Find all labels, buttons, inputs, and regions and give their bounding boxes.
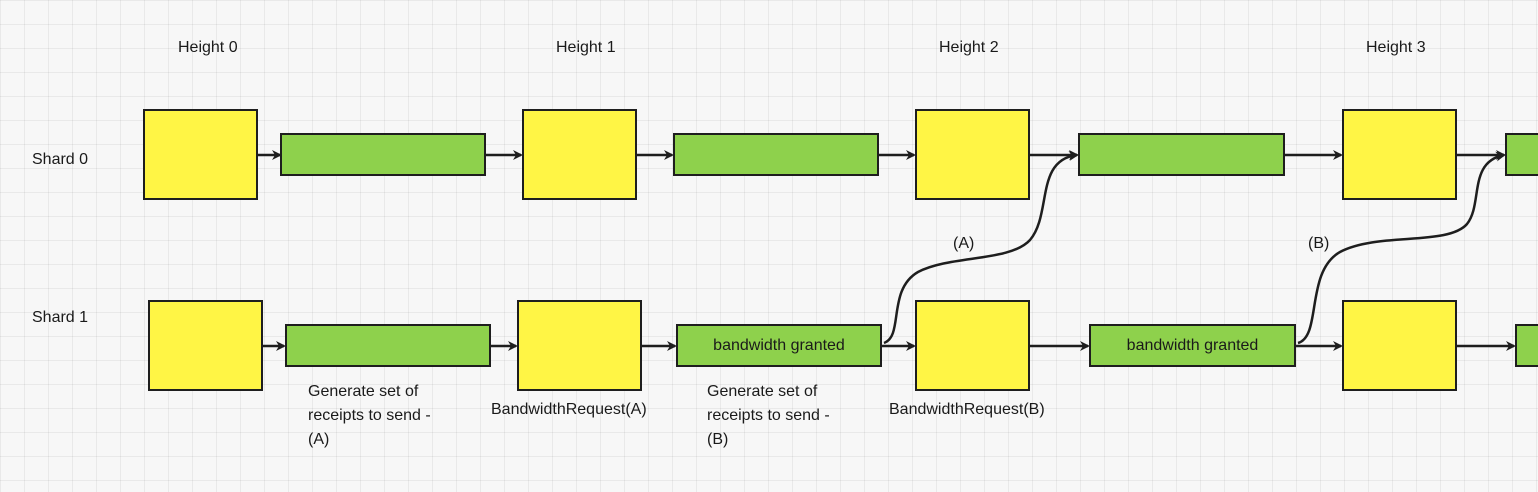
- chunk-label: bandwidth granted: [1126, 336, 1259, 354]
- shard1-chunk-bandwidth-granted-1: bandwidth granted: [676, 324, 882, 367]
- row-label-shard-1: Shard 1: [32, 309, 89, 326]
- label-cross-shard-b: (B): [1308, 235, 1330, 252]
- column-header-height-1: Height 1: [556, 39, 616, 56]
- shard0-block-height-0: [143, 109, 258, 200]
- label-cross-shard-a: (A): [953, 235, 975, 252]
- shard0-chunk-2: [673, 133, 879, 176]
- cross-shard-arrow-b: [1297, 151, 1506, 345]
- chunk-label: bandwidth granted: [713, 336, 845, 354]
- annotation-bandwidth-request-a: BandwidthRequest(A): [491, 401, 647, 418]
- shard1-block-height-1: [517, 300, 642, 391]
- shard1-block-height-2: [915, 300, 1030, 391]
- shard1-block-height-3: [1342, 300, 1457, 391]
- shard1-chunk-4: [1515, 324, 1538, 367]
- shard0-block-height-3: [1342, 109, 1457, 200]
- annotation-bandwidth-request-b: BandwidthRequest(B): [889, 401, 1045, 418]
- shard1-chunk-1: [285, 324, 491, 367]
- cross-shard-arrow-a: [883, 150, 1079, 345]
- column-header-height-3: Height 3: [1366, 39, 1426, 56]
- shard0-block-height-1: [522, 109, 637, 200]
- shard1-block-height-0: [148, 300, 263, 391]
- shard1-chunk-bandwidth-granted-2: bandwidth granted: [1089, 324, 1296, 367]
- annotation-generate-receipts-b: Generate set of receipts to send - (B): [707, 383, 830, 448]
- annotation-generate-receipts-a: Generate set of receipts to send - (A): [308, 383, 431, 448]
- shard0-chunk-3: [1078, 133, 1285, 176]
- column-header-height-0: Height 0: [178, 39, 238, 56]
- shard0-block-height-2: [915, 109, 1030, 200]
- column-header-height-2: Height 2: [939, 39, 999, 56]
- shard0-chunk-4: [1505, 133, 1538, 176]
- row-label-shard-0: Shard 0: [32, 151, 89, 168]
- shard0-chunk-1: [280, 133, 486, 176]
